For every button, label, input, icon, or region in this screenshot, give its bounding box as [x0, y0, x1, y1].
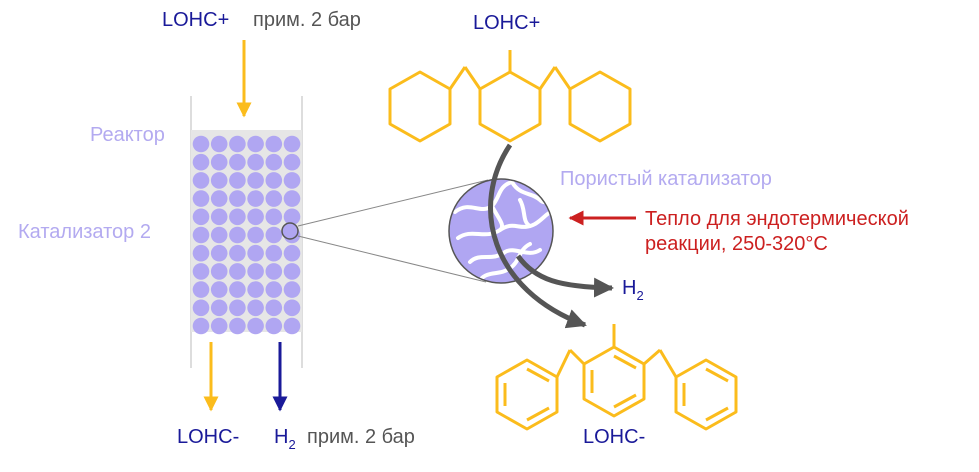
catalyst-particle — [265, 172, 283, 189]
catalyst-particle — [283, 317, 301, 335]
catalyst-particle — [210, 135, 228, 153]
lohc-plus-molecule — [388, 50, 632, 143]
catalyst-particle — [210, 172, 228, 189]
catalyst-particle — [229, 190, 246, 207]
catalyst-particle — [247, 244, 264, 262]
catalyst-particle — [210, 208, 228, 226]
catalyst-particle — [210, 244, 228, 262]
catalyst-particle — [192, 208, 210, 226]
zoom-line-bottom — [297, 235, 487, 283]
catalyst-particle — [210, 153, 228, 171]
catalyst-particle — [265, 226, 283, 244]
conversion-arrow — [488, 143, 587, 329]
catalyst-particle — [283, 244, 301, 262]
catalyst-particle — [210, 226, 228, 244]
catalyst-particle — [229, 172, 246, 189]
catalyst-particle — [192, 172, 210, 189]
catalyst-particle — [210, 299, 228, 317]
catalyst-particle — [283, 299, 301, 317]
catalyst-particle — [192, 244, 210, 262]
catalyst-particle — [229, 226, 246, 244]
catalyst-particle — [283, 153, 301, 171]
catalyst-particle — [229, 281, 246, 298]
lohc-minus-molecule-label: LOHC- — [583, 426, 645, 448]
catalyst-particle — [192, 153, 210, 171]
h2-release-label: H2 — [622, 277, 644, 303]
catalyst-particle — [247, 299, 264, 317]
outlet-h2-pressure-label: прим. 2 бар — [307, 426, 415, 448]
h2-release-arrow — [515, 254, 614, 298]
catalyst-particle — [283, 281, 301, 298]
catalyst-particle — [265, 317, 283, 335]
catalyst-particle — [247, 317, 264, 335]
catalyst-particle — [192, 226, 210, 244]
catalyst-particle — [247, 172, 264, 189]
inlet-pressure-label: прим. 2 бар — [253, 9, 361, 31]
outlet-lohc-minus-label: LOHC- — [177, 426, 239, 448]
catalyst-particle — [247, 263, 264, 280]
catalyst-particle — [247, 135, 264, 153]
heat-label-line2: реакции, 250-320°C — [645, 233, 828, 255]
catalyst-particle — [265, 153, 283, 171]
magnified-particle — [281, 222, 299, 240]
catalyst-particle — [229, 317, 246, 335]
catalyst-particle — [229, 299, 246, 317]
catalyst-particle — [265, 263, 283, 280]
catalyst-particle — [192, 135, 210, 153]
porous-catalyst-label: Пористый катализатор — [560, 168, 772, 190]
catalyst-particle — [283, 190, 301, 207]
catalyst-particle — [265, 244, 283, 262]
catalyst-particle — [247, 281, 264, 298]
catalyst-particle — [283, 263, 301, 280]
catalyst-particle — [210, 317, 228, 335]
catalyst-particle — [247, 226, 264, 244]
lohc-plus-molecule-label: LOHC+ — [473, 12, 540, 34]
catalyst-particle — [283, 135, 301, 153]
catalyst-particle — [265, 281, 283, 298]
catalyst-particle — [247, 153, 264, 171]
catalyst-particle — [210, 281, 228, 298]
catalyst-particle — [192, 263, 210, 280]
catalyst-particle — [229, 208, 246, 226]
catalyst-particle — [192, 317, 210, 335]
catalyst-particle — [229, 244, 246, 262]
catalyst-particle — [229, 153, 246, 171]
catalyst-particle — [247, 208, 264, 226]
outlet-h2-label: H2 — [274, 426, 296, 452]
catalyst-particle — [265, 190, 283, 207]
catalyst-particle — [229, 263, 246, 280]
porous-catalyst-outline — [448, 178, 554, 284]
catalyst-particle — [283, 172, 301, 189]
catalyst-particle — [265, 135, 283, 153]
catalyst-particle — [247, 190, 264, 207]
zoom-line-top — [297, 179, 489, 227]
heat-label-line1: Тепло для эндотермической — [645, 208, 909, 230]
catalyst-particle — [265, 299, 283, 317]
catalyst-particle — [192, 299, 210, 317]
catalyst-particle — [265, 208, 283, 226]
catalyst-particle — [229, 135, 246, 153]
catalyst-particle — [192, 281, 210, 298]
inlet-lohc-plus-label: LOHC+ — [162, 9, 229, 31]
catalyst-particle — [192, 190, 210, 207]
catalyst-particle — [283, 208, 301, 226]
catalyst-particle — [210, 263, 228, 280]
reactor-label: Реактор — [90, 124, 165, 146]
lohc-minus-molecule — [495, 324, 738, 431]
catalyst-label: Катализатор 2 — [18, 221, 151, 243]
catalyst-particle — [210, 190, 228, 207]
catalyst-bed — [192, 135, 301, 335]
